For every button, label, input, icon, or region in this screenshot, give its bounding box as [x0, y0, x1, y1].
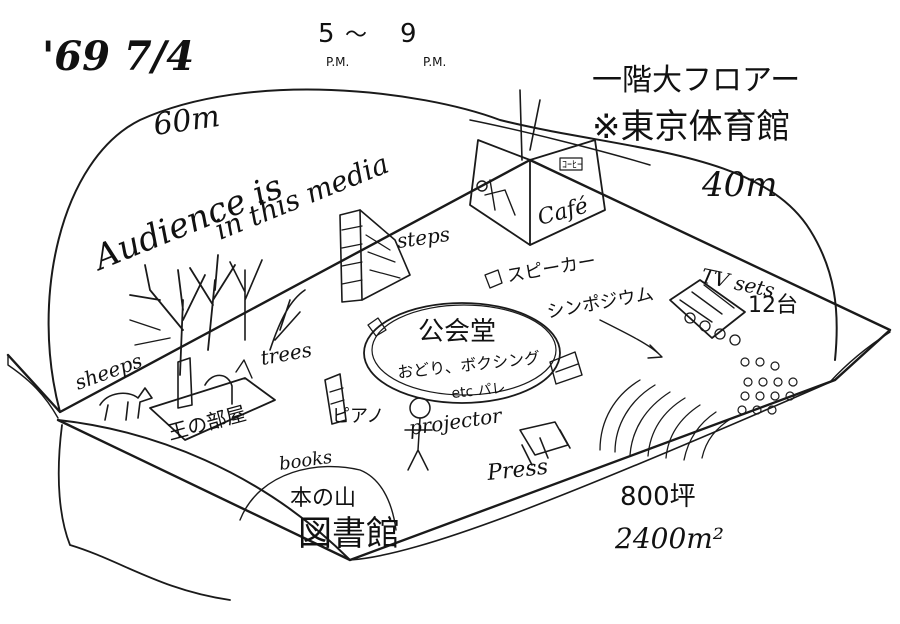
steps-tower — [339, 209, 411, 303]
library-label: 図書館 — [298, 514, 400, 554]
venue-width: 40m — [701, 165, 778, 205]
trees — [129, 254, 306, 376]
audience-dots — [737, 357, 798, 415]
floor-label: 一階大フロアー — [592, 63, 800, 98]
hall-activities-1: おどり、ボクシング — [396, 348, 541, 382]
piano-label: ピアノ — [332, 406, 384, 427]
hall-activities-2: etc パレ — [451, 380, 507, 402]
tv-sets-cluster — [669, 279, 746, 346]
seating-rows — [599, 379, 733, 461]
time-start: 5 — [318, 19, 335, 49]
cafe-booth — [469, 89, 606, 246]
speaker-label: スピーカー — [505, 251, 597, 287]
time-start-unit: P.M. — [326, 55, 349, 69]
public-hall-label: 公会堂 — [418, 317, 496, 347]
cafe-sign-label: ｺｰﾋｰ — [562, 159, 582, 171]
piano-figure — [324, 373, 347, 425]
public-hall-oval — [363, 302, 561, 404]
cafe-label: Café — [535, 193, 591, 230]
sheeps-label: sheeps — [72, 348, 146, 394]
dome-outline — [47, 88, 838, 413]
area-label: 2400m² — [614, 522, 724, 555]
date-label: '69 7/4 — [42, 33, 194, 80]
book-mountain-label: 本の山 — [290, 486, 356, 511]
sheep-figure — [99, 387, 153, 421]
kings-room-platform — [149, 357, 276, 441]
press-booth — [519, 421, 571, 466]
venue-name: ※東京体育館 — [592, 107, 791, 147]
projector-figure — [404, 397, 433, 471]
time-separator: 〜 — [345, 23, 367, 48]
books-label: books — [278, 447, 334, 475]
symposium-label: シンポジウム — [545, 283, 655, 322]
time-end: 9 — [400, 19, 417, 49]
projector-label: projector — [407, 403, 504, 440]
tsubo-label: 800坪 — [620, 482, 696, 512]
time-end-unit: P.M. — [423, 55, 446, 69]
press-label: Press — [485, 455, 549, 486]
venue-depth: 60m — [151, 99, 222, 143]
tv-count-label: 12台 — [748, 293, 798, 318]
trees-label: trees — [259, 337, 314, 370]
library-hill — [239, 465, 397, 531]
